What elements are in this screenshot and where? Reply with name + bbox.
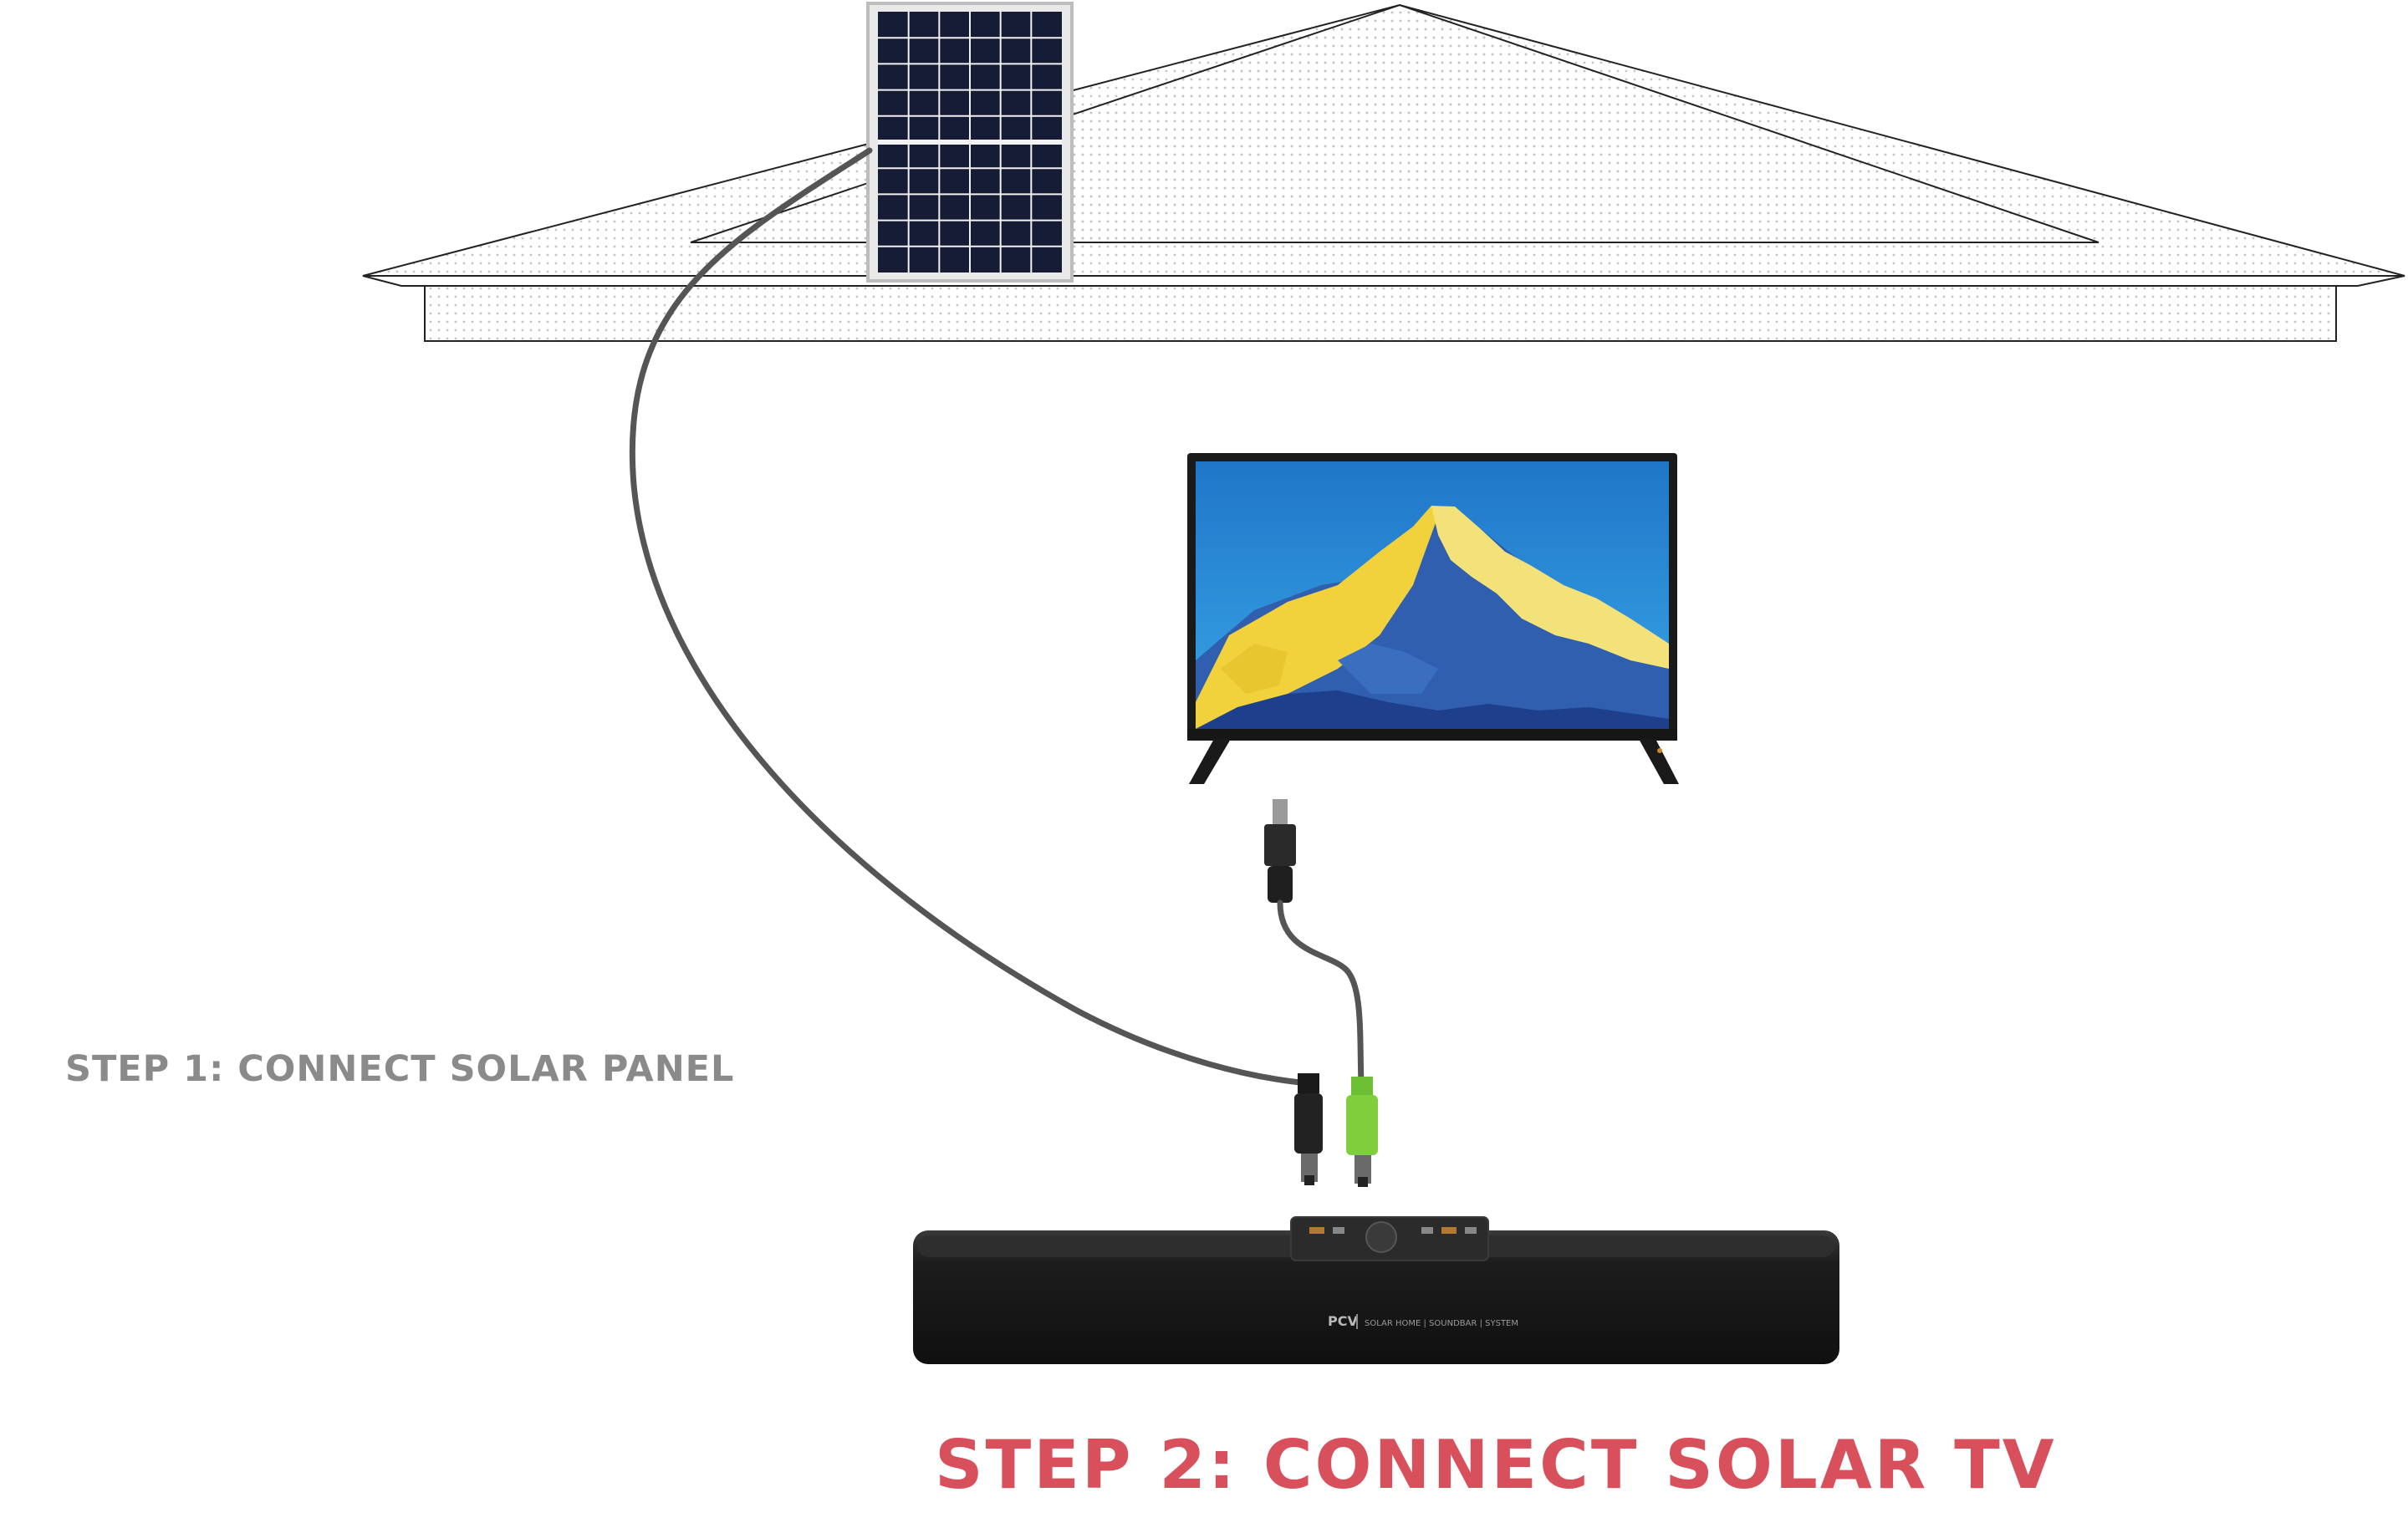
solar-panel-icon	[866, 2, 1074, 283]
soundbar-brand: PCV	[1328, 1313, 1358, 1329]
soundbar-tagline: SOLAR HOME | SOUNDBAR | SYSTEM	[1365, 1319, 1518, 1328]
dc-plug-icon	[1346, 1077, 1378, 1187]
solar-cable	[630, 147, 1312, 1087]
soundbar-icon: PCV SOLAR HOME | SOUNDBAR | SYSTEM	[913, 1216, 1839, 1364]
step-2-label: STEP 2: CONNECT SOLAR TV	[935, 1426, 2057, 1504]
step-1-label: STEP 1: CONNECT SOLAR PANEL	[65, 1048, 735, 1090]
tv-icon	[1187, 453, 1679, 784]
house-roof-icon	[362, 3, 2405, 342]
dc-plug-icon	[1294, 1073, 1323, 1185]
dc-plug-icon	[1264, 799, 1296, 903]
tv-cable	[1277, 899, 1365, 1087]
